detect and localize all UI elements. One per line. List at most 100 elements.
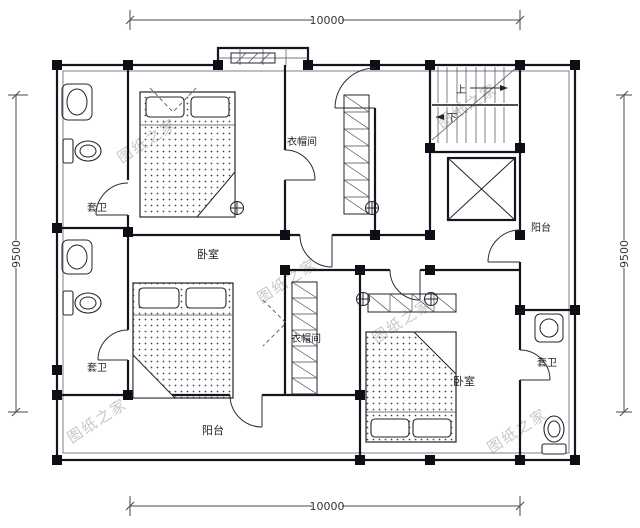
staircase: 上 下: [431, 67, 518, 143]
column: [370, 230, 380, 240]
column: [515, 455, 525, 465]
column: [425, 455, 435, 465]
pillow: [190, 96, 230, 118]
wardrobe-top-closet: [343, 94, 370, 215]
dimension-label-right: 9500: [618, 240, 631, 268]
door-arc-balcony-bottom: [229, 394, 263, 428]
column: [570, 455, 580, 465]
room-label-bath-bottom-right: 套卫: [537, 356, 557, 369]
column: [213, 60, 223, 70]
column: [570, 305, 580, 315]
tag-symbol: [424, 292, 438, 306]
pillow: [145, 96, 185, 118]
window-sill-hatch: [235, 52, 271, 64]
column: [355, 265, 365, 275]
room-label-closet-top: 衣帽间: [287, 135, 317, 148]
column: [425, 143, 435, 153]
sink-icon: [539, 318, 559, 338]
column: [355, 390, 365, 400]
dimension-label-top: 10000: [310, 14, 345, 27]
blanket-fold: [195, 170, 236, 218]
stair-down-label: 下: [447, 113, 457, 124]
column: [303, 60, 313, 70]
pillow: [138, 287, 180, 309]
elevator-shaft: [446, 156, 517, 222]
wardrobe-hatch: [367, 293, 457, 313]
dimension-annotations: 10000 10000 9500 9500: [8, 10, 632, 516]
door-arc-bedroom-bottom: [389, 269, 421, 301]
pillow: [370, 418, 410, 438]
door-arc-hall-top: [334, 67, 376, 109]
bed-top-bedroom: [139, 91, 236, 218]
column: [355, 455, 365, 465]
wardrobe-dividers: [292, 297, 317, 379]
wardrobe-bottom-bedroom: [367, 293, 457, 313]
tag-symbol: [230, 201, 244, 215]
column: [570, 60, 580, 70]
toilet-icon: [74, 140, 102, 162]
column: [425, 265, 435, 275]
column: [515, 305, 525, 315]
tag-symbols: [230, 201, 438, 306]
door-arc-balcony-right: [487, 229, 521, 263]
wardrobe-hatch: [343, 94, 370, 215]
stair-treads: [437, 67, 505, 143]
wardrobe-dividers: [389, 294, 435, 312]
sink-counter: [534, 313, 564, 343]
watermark-text: 图纸之家: [64, 395, 131, 447]
blanket-fold: [412, 331, 457, 376]
column: [123, 390, 133, 400]
watermark-text: 图纸之家: [254, 255, 321, 307]
doors: [95, 67, 551, 428]
bathroom-bottom-right-fixtures: [534, 313, 567, 455]
door-arc-bath-bottom-right: [519, 349, 551, 381]
columns: [52, 60, 580, 465]
elevator-x: [447, 157, 516, 221]
blanket-fold: [132, 353, 177, 399]
room-label-balcony-bottom: 阳台: [202, 423, 224, 437]
window-sill-unit: [230, 52, 276, 64]
pillow: [185, 287, 227, 309]
toilet-tank: [541, 443, 567, 455]
dimension-line-left: [8, 90, 28, 417]
door-arc-bath-top-left: [95, 182, 129, 216]
sink-icon: [66, 244, 88, 270]
toilet-bowl: [79, 144, 97, 158]
column: [515, 230, 525, 240]
door-arc-center: [299, 234, 333, 268]
dimension-line-right: [616, 90, 632, 417]
wardrobe-dividers: [344, 111, 369, 198]
dimension-label-bottom: 10000: [310, 500, 345, 513]
dimension-line-top: [125, 10, 525, 30]
inner-wall-line: [62, 70, 570, 454]
room-label-bath-top-left: 套卫: [87, 201, 107, 214]
wardrobe-outline: [343, 94, 370, 215]
room-label-balcony-right: 阳台: [531, 221, 551, 234]
toilet-icon: [74, 292, 102, 314]
column: [52, 390, 62, 400]
wardrobe-outline: [291, 281, 318, 395]
toilet-bowl: [547, 420, 561, 438]
dimension-line-bottom: [125, 496, 525, 516]
swing-indicator: [262, 299, 287, 347]
bathroom-mid-left-fixtures: [61, 239, 102, 316]
tag-symbol: [356, 292, 370, 306]
column: [425, 230, 435, 240]
elevator: [446, 156, 517, 222]
column: [123, 227, 133, 237]
door-arc-bath-mid-left: [97, 329, 129, 361]
room-label-closet-bottom: 衣帽间: [291, 332, 321, 345]
wardrobe-hatch: [291, 281, 318, 395]
column: [425, 60, 435, 70]
stair-up-label: 上: [456, 84, 466, 96]
pillow: [412, 418, 452, 438]
door-arc-closet-top: [284, 149, 316, 181]
bed-bottom-right-bedroom: [365, 331, 457, 443]
room-label-bedroom-bottom-right: 卧室: [453, 374, 475, 388]
tag-symbol: [365, 201, 379, 215]
column: [123, 60, 133, 70]
column: [515, 60, 525, 70]
column: [280, 230, 290, 240]
